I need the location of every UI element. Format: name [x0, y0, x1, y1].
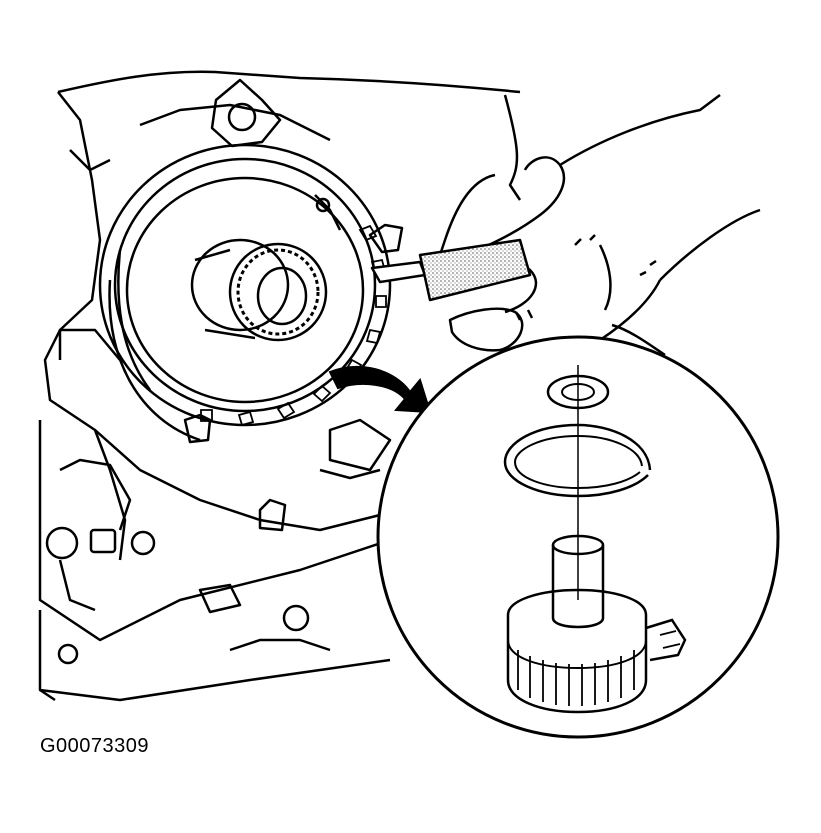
figure-code-label: G00073309 [40, 735, 150, 757]
input-shaft-hub [190, 238, 328, 342]
technician-hand [429, 94, 761, 357]
detail-inset [376, 335, 780, 739]
callout-arrow [328, 365, 432, 414]
pick-tool [370, 238, 532, 302]
clutch-drum [98, 143, 392, 442]
transmission-case [38, 70, 521, 702]
